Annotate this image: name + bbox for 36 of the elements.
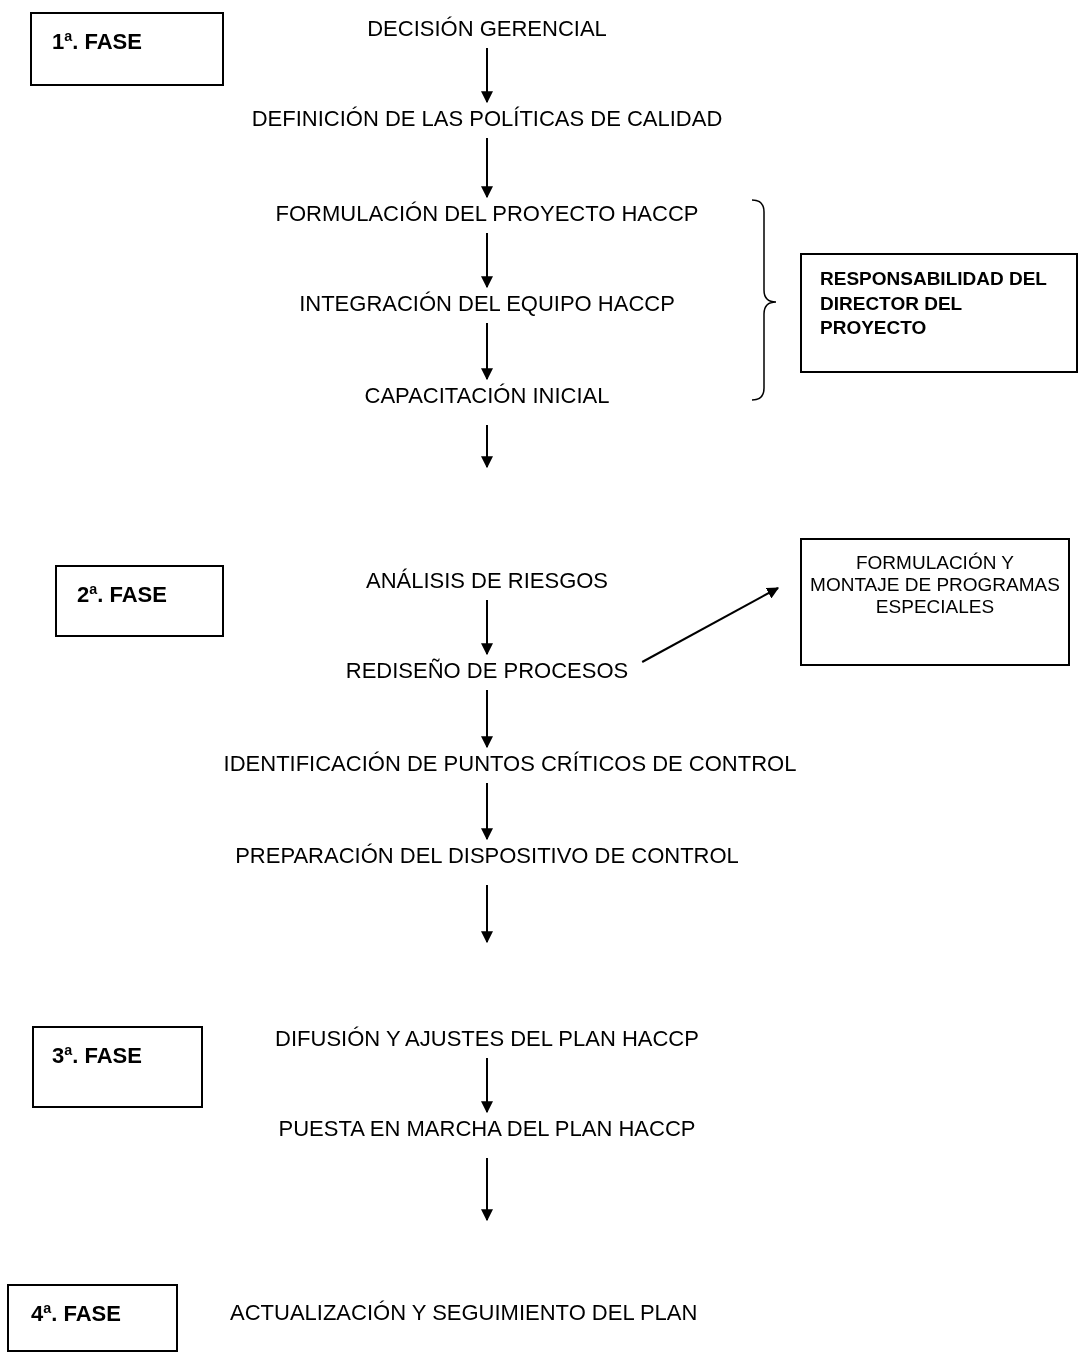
arrow	[481, 424, 493, 469]
arrow	[481, 689, 493, 749]
step-text: IDENTIFICACIÓN DE PUNTOS CRÍTICOS DE CONTROL	[219, 749, 801, 779]
box-label: 2$^{a}$. FASE	[77, 581, 167, 609]
arrow	[481, 599, 493, 656]
box-label: 1$^{a}$. FASE	[52, 28, 142, 56]
process-box	[800, 538, 1070, 666]
note-box	[800, 253, 1078, 373]
phase-box	[55, 565, 224, 637]
step-text: FORMULACIÓN DEL PROYECTO HACCP	[271, 199, 703, 229]
step-text: ACTUALIZACIÓN Y SEGUIMIENTO DEL PLAN	[226, 1298, 702, 1328]
box-label: RESPONSABILIDAD DEL DIRECTOR DEL PROYECTO	[820, 267, 1048, 341]
step-text: DEFINICIÓN DE LAS POLÍTICAS DE CALIDAD	[247, 104, 727, 134]
step-text: DECISIÓN GERENCIAL	[363, 14, 611, 44]
box-label: FORMULACIÓN Y MONTAJE DE PROGRAMAS ESPECIALES	[810, 552, 1060, 618]
phase-box	[30, 12, 224, 86]
arrow	[481, 782, 493, 841]
arrow	[481, 1157, 493, 1222]
step-text: PUESTA EN MARCHA DEL PLAN HACCP	[274, 1114, 700, 1144]
arrow	[481, 47, 493, 104]
step-text: DIFUSIÓN Y AJUSTES DEL PLAN HACCP	[271, 1024, 703, 1054]
arrow	[481, 884, 493, 944]
step-text: PREPARACIÓN DEL DISPOSITIVO DE CONTROL	[231, 841, 743, 871]
arrow	[481, 232, 493, 289]
phase-box	[32, 1026, 203, 1108]
arrow	[481, 1057, 493, 1114]
step-text: ANÁLISIS DE RIESGOS	[361, 566, 613, 596]
arrow	[641, 587, 780, 663]
phase-box	[7, 1284, 178, 1352]
arrow	[481, 137, 493, 199]
step-text: INTEGRACIÓN DEL EQUIPO HACCP	[295, 289, 679, 319]
step-text: REDISEÑO DE PROCESOS	[341, 656, 633, 686]
arrow	[481, 322, 493, 381]
box-label: 3$^{a}$. FASE	[52, 1042, 142, 1070]
box-label: 4$^{a}$. FASE	[31, 1300, 121, 1328]
step-text: CAPACITACIÓN INICIAL	[360, 381, 614, 411]
